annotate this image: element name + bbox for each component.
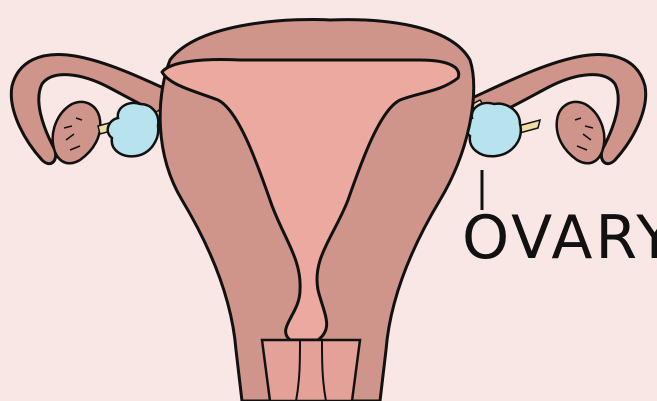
left-fimbriae [53, 102, 101, 163]
cervix [262, 340, 360, 401]
left-ovary [108, 103, 159, 156]
right-fimbriae [557, 102, 605, 163]
ovary-label: OVARY [462, 208, 657, 268]
